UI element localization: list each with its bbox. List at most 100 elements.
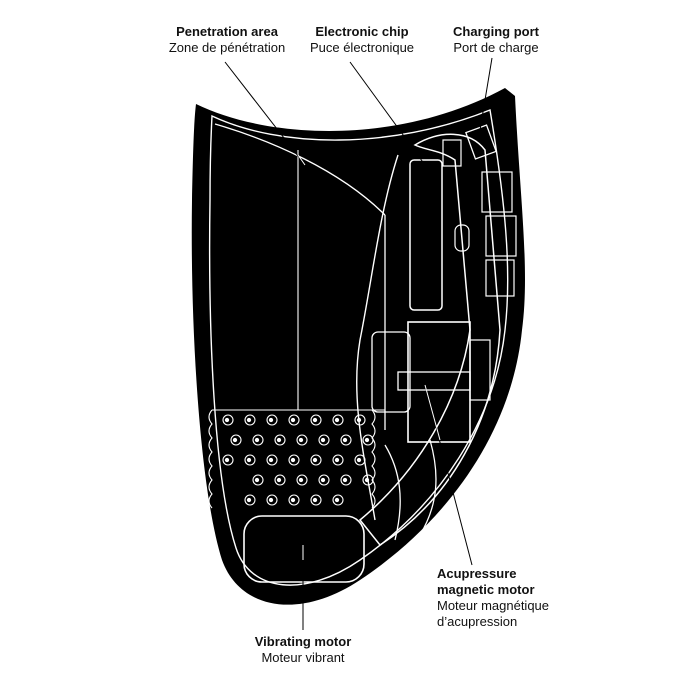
nub [222, 454, 234, 466]
charging-port [465, 124, 497, 160]
nub-dot [334, 497, 340, 503]
nub-dot [290, 497, 296, 503]
penetration-en: Penetration area [176, 24, 278, 39]
leader-penetration [224, 61, 306, 166]
nub-dot [290, 457, 296, 463]
motor-bracket [371, 331, 411, 413]
motor-side [469, 339, 491, 401]
penetration-nubs [208, 409, 385, 509]
housing-curve-2 [356, 154, 399, 521]
port-block-3 [485, 259, 515, 297]
nub-dot [268, 457, 274, 463]
nub-dot [246, 497, 252, 503]
nub-dot [290, 417, 296, 423]
nub [318, 434, 330, 446]
nub [252, 434, 264, 446]
nub [222, 414, 234, 426]
leader-chip [349, 61, 426, 166]
nub [266, 414, 278, 426]
nub-dot [246, 417, 252, 423]
acupressure-fr-1: Moteur magnétique [437, 598, 550, 613]
nub [244, 494, 256, 506]
nub-dot [334, 457, 340, 463]
sleeve-curve [214, 123, 386, 216]
nub-dot [312, 497, 318, 503]
nub-dot [268, 417, 274, 423]
nub [332, 414, 344, 426]
label-vibrating-motor: Vibrating motor Moteur vibrant [240, 634, 366, 666]
charging-en: Charging port [453, 24, 539, 39]
port-block-2 [485, 215, 517, 257]
nub [230, 434, 242, 446]
nub [354, 454, 366, 466]
nub-dot [268, 497, 274, 503]
lower-housing [384, 439, 437, 541]
chip-tab [442, 139, 462, 167]
nub [266, 454, 278, 466]
nub [296, 434, 308, 446]
charging-fr: Port de charge [453, 40, 539, 55]
label-penetration-area: Penetration area Zone de pénétration [152, 24, 302, 56]
nub-edge-right [371, 409, 376, 509]
nub [332, 494, 344, 506]
vibrating-en: Vibrating motor [254, 634, 352, 649]
vibrating-fr: Moteur vibrant [261, 650, 345, 665]
nub-dot [312, 417, 318, 423]
nub-dot [364, 477, 370, 483]
internal-housing [358, 133, 501, 546]
nub-dot [312, 457, 318, 463]
nub [340, 474, 352, 486]
nub [318, 474, 330, 486]
chip-pin [454, 224, 470, 252]
nub [310, 494, 322, 506]
nub-dot [246, 457, 252, 463]
nub [244, 414, 256, 426]
nub [288, 454, 300, 466]
nub [296, 474, 308, 486]
nub-dot [276, 437, 282, 443]
vibrating-motor [243, 515, 365, 583]
nub [340, 434, 352, 446]
nub-dot [224, 417, 230, 423]
nub-dot [356, 457, 362, 463]
nub [274, 474, 286, 486]
nub [244, 454, 256, 466]
nub-dot [320, 477, 326, 483]
chip-en: Electronic chip [315, 24, 409, 39]
nub-dot [254, 477, 260, 483]
nub [266, 494, 278, 506]
chip-fr: Puce électronique [309, 40, 415, 55]
nub-dot [364, 437, 370, 443]
label-electronic-chip: Electronic chip Puce électronique [292, 24, 432, 56]
nub [288, 414, 300, 426]
penetration-fr: Zone de pénétration [168, 40, 286, 55]
nub [274, 434, 286, 446]
nub-dot [232, 437, 238, 443]
label-charging-port: Charging port Port de charge [438, 24, 554, 56]
nub [288, 494, 300, 506]
nub [362, 474, 374, 486]
nub-dot [298, 477, 304, 483]
nub-dot [298, 437, 304, 443]
leader-acupressure-inner [424, 384, 441, 441]
electronic-chip [409, 159, 443, 311]
nub [354, 414, 366, 426]
nub [252, 474, 264, 486]
acupressure-en-1: Acupressure [437, 566, 517, 581]
nub-dot [276, 477, 282, 483]
body-inner-outline [208, 109, 509, 586]
nub-dot [254, 437, 260, 443]
port-block-1 [481, 171, 513, 213]
acupressure-en-2: magnetic motor [437, 582, 535, 597]
nub-dot [334, 417, 340, 423]
nub-dot [356, 417, 362, 423]
nub [310, 454, 322, 466]
nub-edge-left [208, 409, 213, 509]
nub [332, 454, 344, 466]
nub-dot [224, 457, 230, 463]
label-acupressure-motor: Acupressure magnetic motor Moteur magnét… [437, 566, 577, 630]
nub-dot [342, 477, 348, 483]
nub-dot [342, 437, 348, 443]
nub [310, 414, 322, 426]
